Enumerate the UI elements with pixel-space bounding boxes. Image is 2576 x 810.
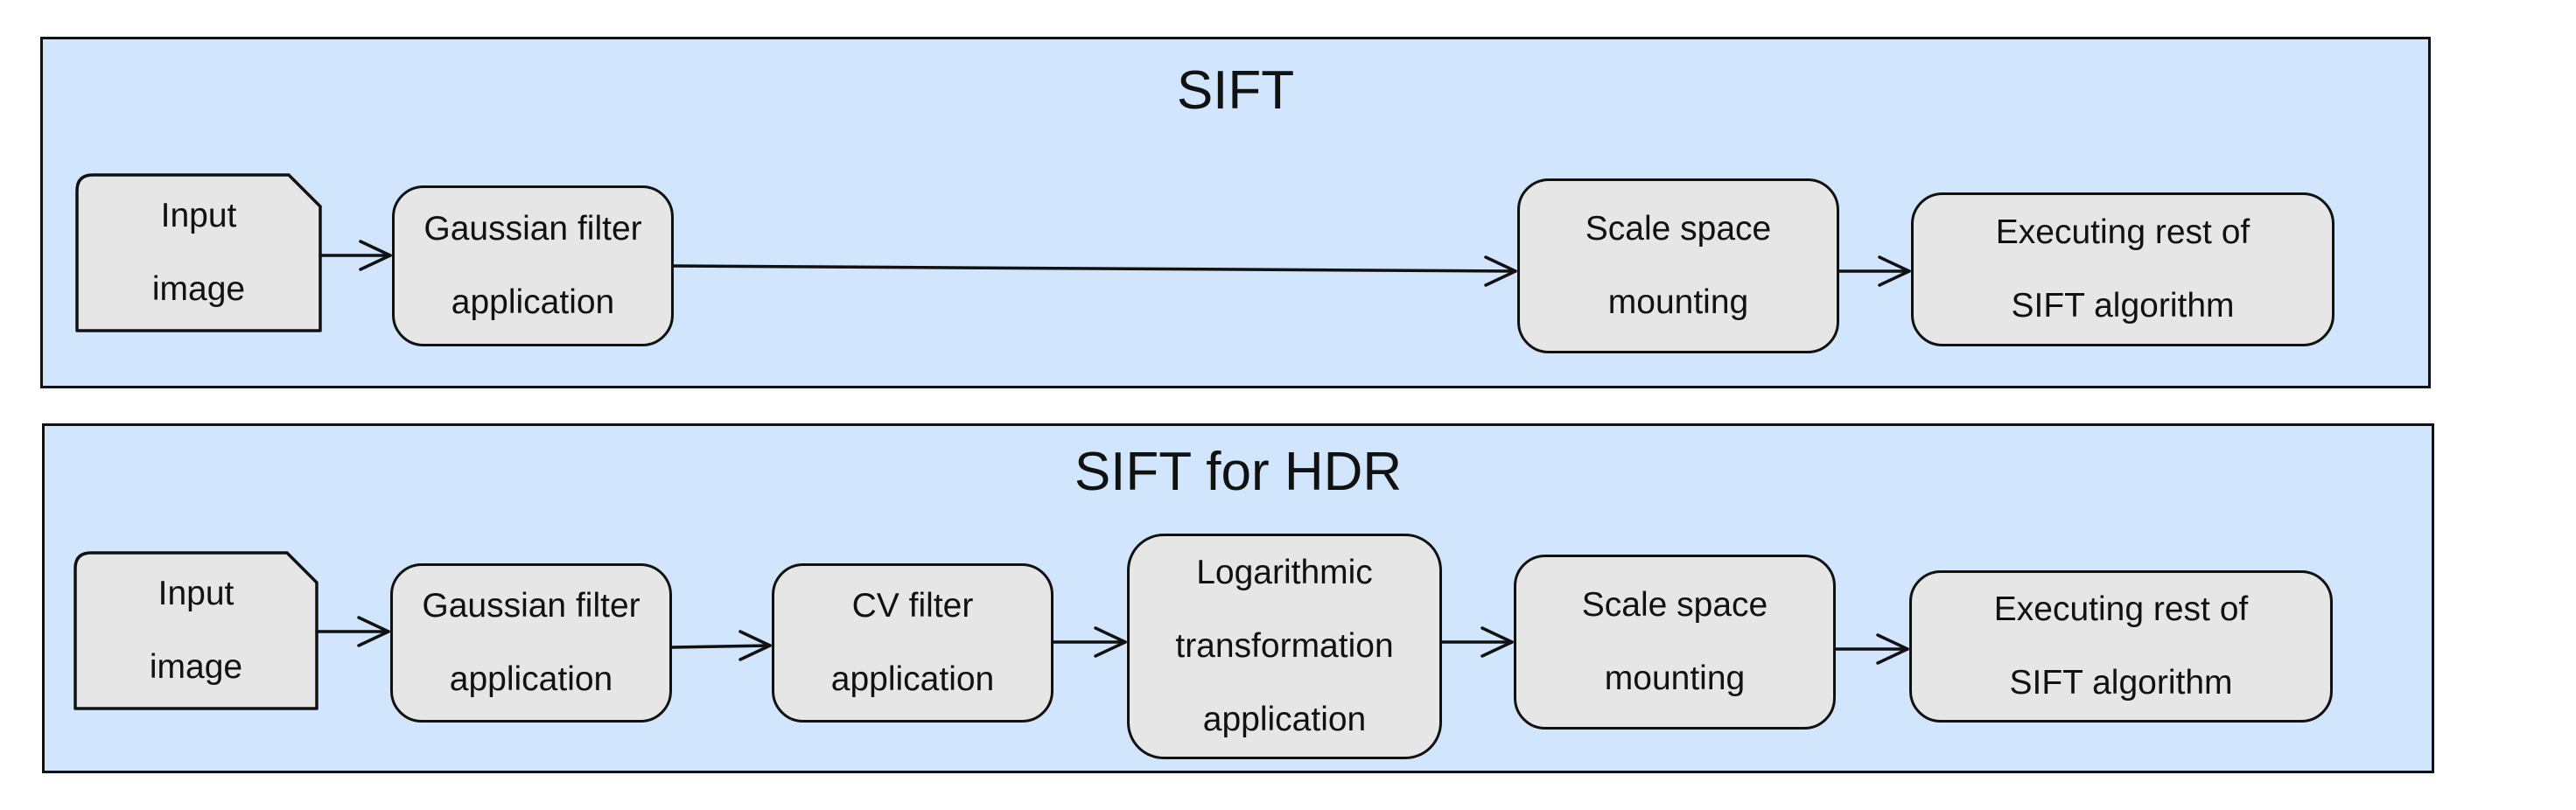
sift-gaussian-line2: application	[451, 283, 615, 321]
hdr-cv-filter-node: CV filter application	[772, 563, 1054, 723]
sift-input-line2: image	[151, 270, 246, 308]
sift-panel-title: SIFT	[1176, 60, 1295, 121]
hdr-input-image-label: Input image	[75, 553, 317, 709]
hdr-gaussian-line1: Gaussian filter	[422, 587, 640, 625]
hdr-input-line1: Input	[158, 575, 234, 612]
hdr-cv-line2: application	[830, 660, 995, 698]
sift-scale-line1: Scale space	[1585, 210, 1772, 248]
hdr-gaussian-filter-node: Gaussian filter application	[390, 563, 672, 723]
hdr-log-transform-node: Logarithmic transformation application	[1127, 534, 1442, 759]
sift-exec-line2: SIFT algorithm	[2011, 287, 2235, 325]
sift-hdr-panel-title: SIFT for HDR	[1074, 442, 1403, 502]
hdr-scale-line1: Scale space	[1581, 586, 1768, 624]
hdr-input-line2: image	[149, 648, 243, 686]
hdr-gaussian-line2: application	[449, 660, 613, 698]
hdr-cv-line1: CV filter	[851, 587, 974, 625]
sift-scale-space-node: Scale space mounting	[1517, 178, 1839, 353]
hdr-exec-line1: Executing rest of	[1993, 590, 2249, 628]
hdr-log-line3: application	[1202, 701, 1367, 738]
hdr-scale-space-node: Scale space mounting	[1514, 555, 1836, 730]
sift-input-line1: Input	[160, 197, 237, 234]
sift-gaussian-filter-node: Gaussian filter application	[392, 185, 674, 346]
sift-scale-line2: mounting	[1607, 283, 1749, 321]
sift-executing-rest-node: Executing rest of SIFT algorithm	[1911, 192, 2334, 346]
hdr-log-line1: Logarithmic	[1196, 554, 1373, 591]
hdr-scale-line2: mounting	[1604, 660, 1746, 697]
sift-input-image-label: Input image	[77, 175, 320, 331]
sift-gaussian-line1: Gaussian filter	[424, 210, 642, 248]
hdr-log-line2: transformation	[1175, 627, 1394, 665]
hdr-exec-line2: SIFT algorithm	[2009, 664, 2233, 702]
sift-exec-line1: Executing rest of	[1995, 213, 2250, 251]
hdr-executing-rest-node: Executing rest of SIFT algorithm	[1909, 570, 2333, 723]
